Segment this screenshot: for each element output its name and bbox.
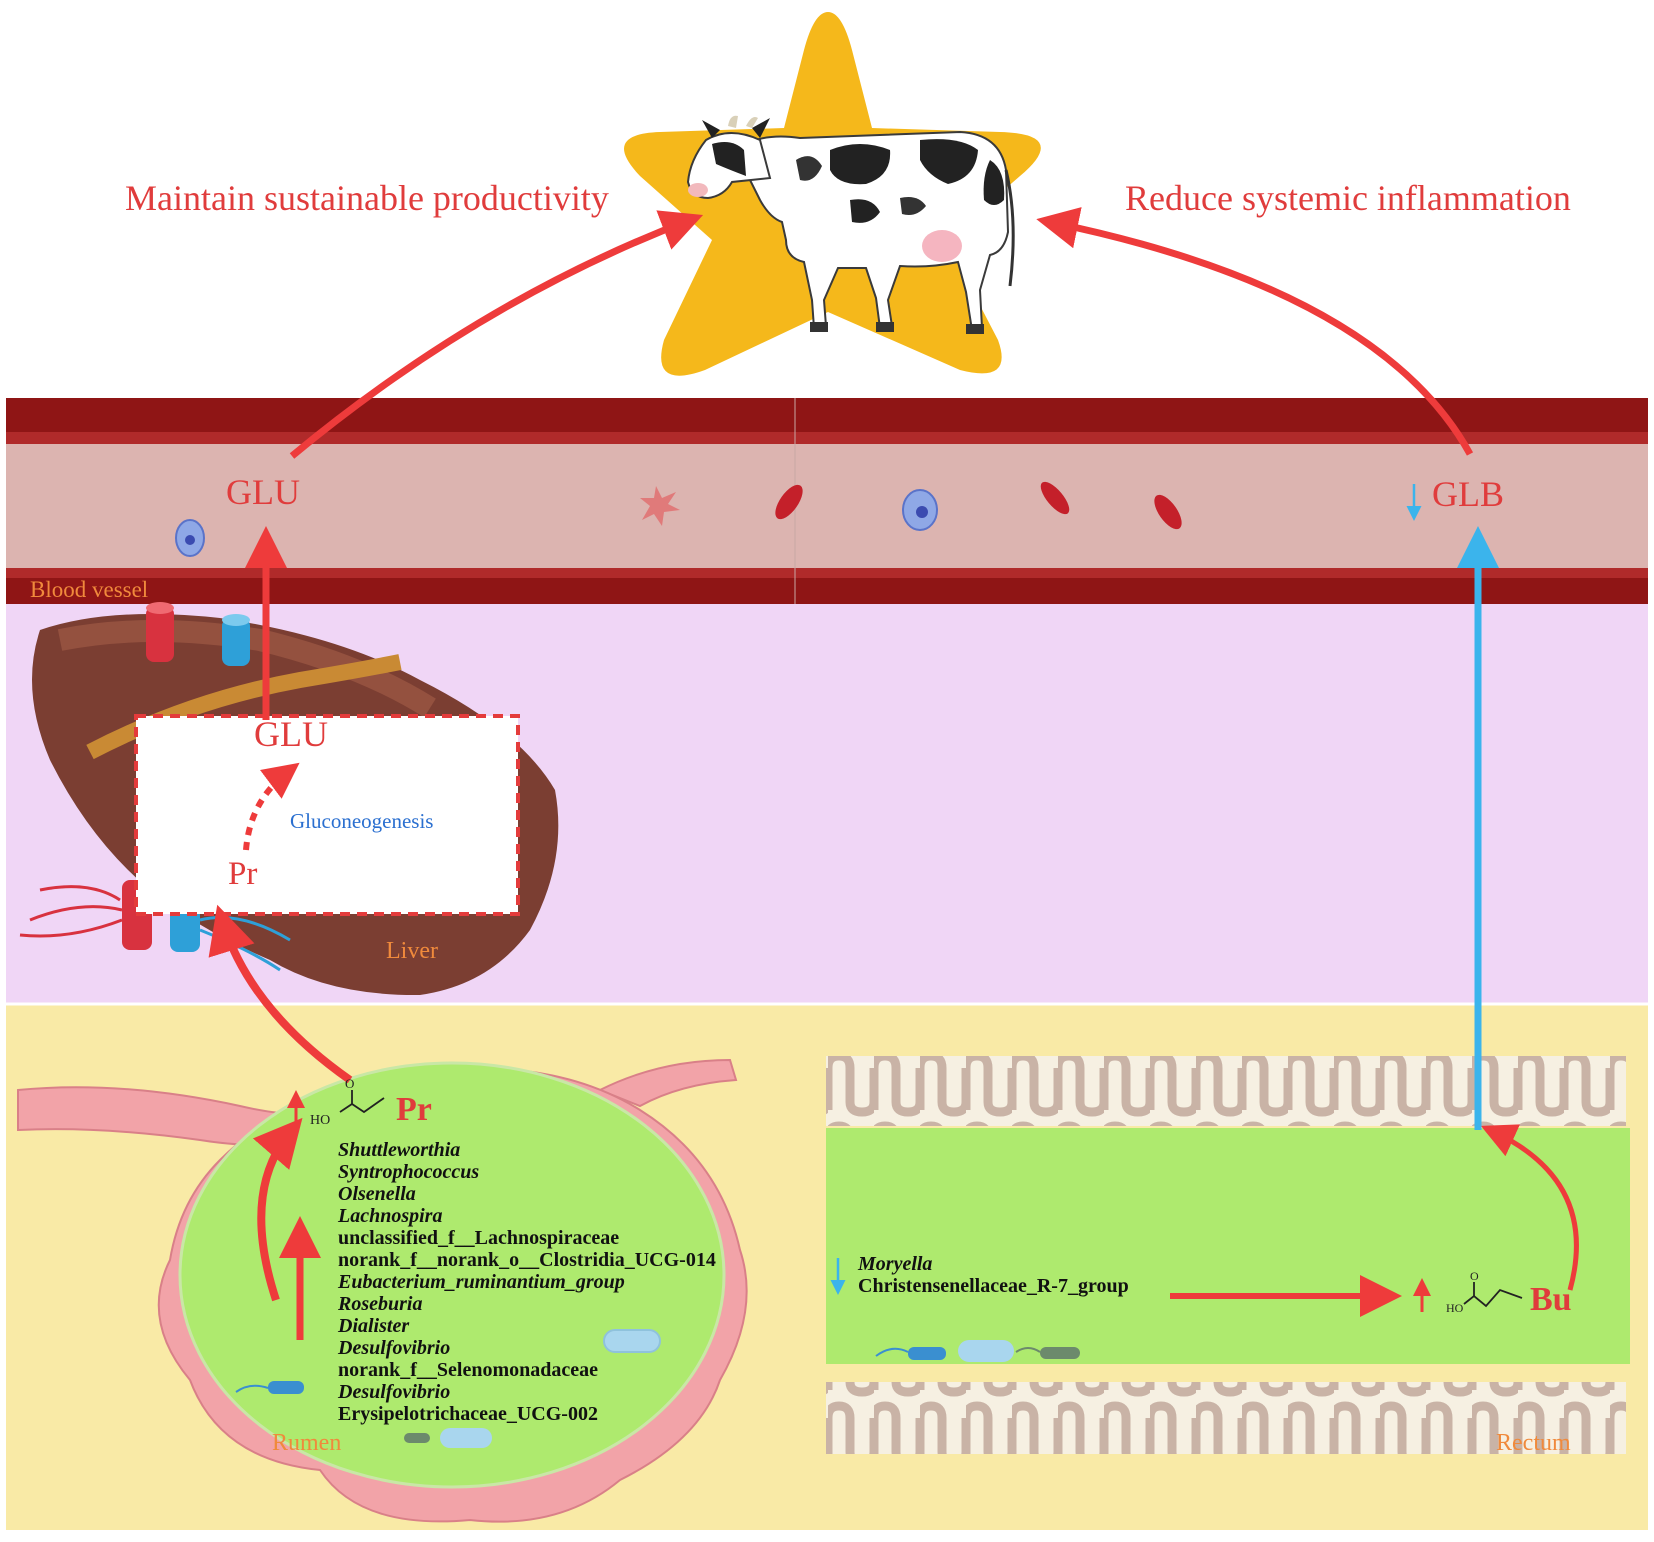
gluconeogenesis-label: Gluconeogenesis	[290, 809, 433, 833]
butyrate-hydroxyl: HO	[1446, 1301, 1464, 1315]
rumen-organ	[17, 1058, 748, 1523]
rumen-pr-label: Pr	[396, 1091, 432, 1128]
rumen-taxon: Dialister	[337, 1315, 409, 1337]
rectum-villi	[826, 1056, 1630, 1454]
rumen-taxon: norank_f__norank_o__Clostridia_UCG-014	[338, 1249, 716, 1271]
bacteria-icon	[235, 1329, 1080, 1448]
rectum-taxon: Christensenellaceae_R-7_group	[858, 1275, 1129, 1297]
blood-vessel-label: Blood vessel	[30, 577, 148, 602]
rumen-label: Rumen	[272, 1430, 341, 1456]
rumen-taxon: Lachnospira	[337, 1205, 442, 1227]
rumen-taxon: Roseburia	[337, 1293, 422, 1315]
rumen-taxon: Erysipelotrichaceae_UCG-002	[338, 1403, 598, 1425]
rumen-taxon: Syntrophococcus	[338, 1161, 479, 1183]
gluconeogenesis-box	[134, 714, 520, 916]
rumen-taxon: Shuttleworthia	[338, 1139, 460, 1161]
butyrate-carbonyl: O	[1470, 1269, 1479, 1283]
pathway-arrows	[208, 207, 1579, 1340]
liver-pr-label: Pr	[228, 856, 257, 892]
goal-inflammation-label: Reduce systemic inflammation	[1125, 178, 1571, 218]
blood-glu-label: GLU	[226, 472, 300, 512]
butyrate-structure	[1463, 1282, 1523, 1308]
trend-arrows	[287, 1090, 1431, 1312]
propionate-structure	[339, 1090, 385, 1114]
rectum-taxa-list: Moryella Christensenellaceae_R-7_group	[857, 1253, 1129, 1297]
rumen-taxon: unclassified_f__Lachnospiraceae	[338, 1227, 619, 1249]
propionate-carbonyl: O	[345, 1076, 354, 1091]
blood-glb-label: GLB	[1432, 474, 1504, 514]
rumen-taxon: Olsenella	[338, 1183, 416, 1205]
rectum-taxon: Moryella	[857, 1253, 932, 1275]
rectum-bu-label: Bu	[1530, 1281, 1572, 1318]
rumen-taxa-list: Shuttleworthia Syntrophococcus Olsenella…	[337, 1139, 721, 1425]
liver-glu-label: GLU	[254, 714, 328, 754]
rumen-taxon: Desulfovibrio	[337, 1337, 450, 1359]
rumen-taxon: Desulfovibrio	[337, 1381, 450, 1403]
rectum-label: Rectum	[1496, 1430, 1571, 1456]
rumen-taxon: norank_f__Selenomonadaceae	[338, 1359, 598, 1381]
goal-productivity-label: Maintain sustainable productivity	[125, 178, 609, 218]
propionate-hydroxyl: HO	[310, 1113, 330, 1128]
rumen-taxon: Eubacterium_ruminantium_group	[337, 1271, 625, 1293]
blood-cell-icon	[175, 481, 1182, 557]
liver-label: Liver	[386, 938, 438, 964]
cow-illustration	[686, 115, 1015, 334]
